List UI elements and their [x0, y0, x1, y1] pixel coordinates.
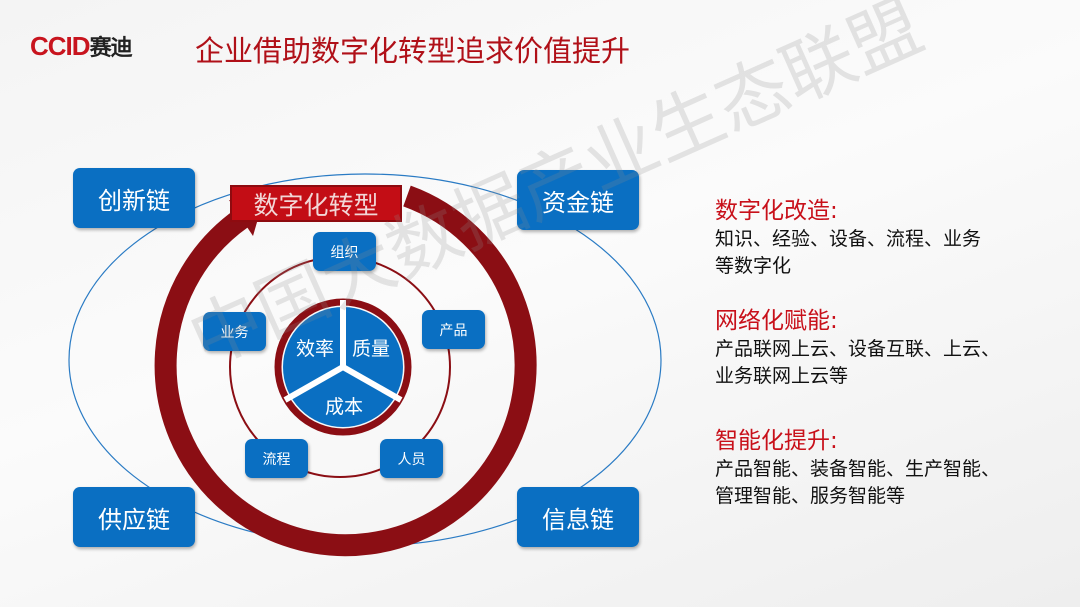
ccid-logo: CCID赛迪	[30, 31, 133, 61]
digital-transformation-label: 数字化转型	[230, 185, 402, 222]
element-personnel: 人员	[380, 439, 443, 478]
section-networking: 网络化赋能: 产品联网上云、设备互联、上云、 业务联网上云等	[715, 308, 1001, 387]
chain-innovation: 创新链	[73, 168, 195, 228]
cycle-arc	[154, 185, 537, 557]
core-cost: 成本	[325, 396, 364, 418]
page-title: 企业借助数字化转型追求价值提升	[195, 34, 631, 68]
chain-supply: 供应链	[73, 487, 195, 547]
chain-capital: 资金链	[517, 170, 639, 230]
chain-information: 信息链	[517, 487, 639, 547]
pie-dividers	[283, 300, 403, 403]
section-intelligence: 智能化提升: 产品智能、装备智能、生产智能、 管理智能、服务智能等	[715, 428, 1001, 507]
core-quality: 质量	[352, 338, 391, 360]
core-efficiency: 效率	[296, 338, 335, 360]
section-digitalization: 数字化改造: 知识、经验、设备、流程、业务 等数字化	[715, 198, 982, 277]
element-business: 业务	[203, 312, 266, 351]
element-organization: 组织	[313, 232, 376, 271]
element-product: 产品	[422, 310, 485, 349]
element-process: 流程	[245, 439, 308, 478]
